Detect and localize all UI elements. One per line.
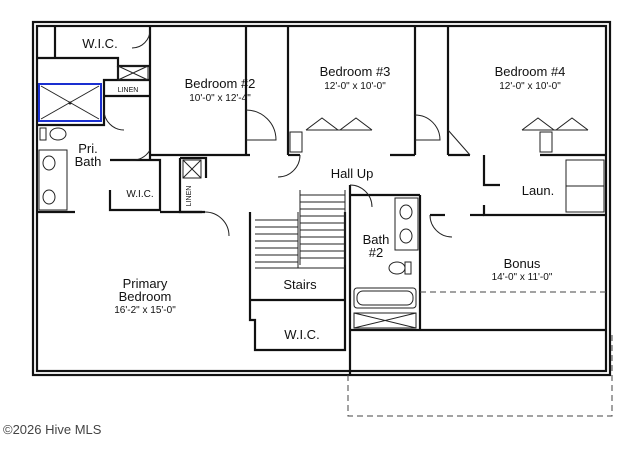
dims-bedroom4: 12'-0" x 10'-0" — [499, 81, 561, 92]
shower-drain — [68, 101, 72, 105]
linen-bath2 — [353, 312, 417, 329]
shower — [38, 83, 102, 122]
dims-bonus: 14'-0" x 11'-0" — [492, 272, 553, 283]
label-linen-top: LINEN — [118, 87, 139, 94]
label-wic-top: W.I.C. — [82, 36, 117, 51]
vanity-pri — [38, 149, 68, 211]
watermark: ©2026 Hive MLS — [3, 422, 102, 437]
label-pri-bath-2: Bath — [75, 154, 102, 169]
label-stairs: Stairs — [283, 277, 317, 292]
label-primary-1: Primary — [123, 276, 168, 291]
label-linen-mid: LINEN — [186, 186, 193, 207]
optional-area — [347, 291, 613, 417]
label-wic-mid: W.I.C. — [126, 189, 153, 200]
toilet-pri — [49, 127, 67, 141]
door-swings — [103, 29, 471, 238]
closet-doors — [117, 65, 589, 179]
interior-walls — [37, 26, 606, 375]
label-laundry: Laun. — [522, 183, 555, 198]
dims-primary: 16'-2" x 15'-0" — [114, 305, 176, 316]
label-bedroom3: Bedroom #3 — [320, 64, 391, 79]
label-pri-bath-1: Pri. — [78, 141, 98, 156]
toilet-bath2 — [388, 261, 406, 275]
vanity-bath2 — [394, 197, 419, 251]
room-labels: W.I.C. Bedroom #2 10'-0" x 12'-4" Bedroo… — [75, 36, 566, 342]
windows — [32, 21, 611, 376]
dims-bedroom3: 12'-0" x 10'-0" — [324, 81, 386, 92]
label-bedroom4: Bedroom #4 — [495, 64, 566, 79]
fixtures — [38, 83, 605, 329]
label-bath2-2: #2 — [369, 245, 383, 260]
dims-bedroom2: 10'-0" x 12'-4" — [189, 93, 251, 104]
label-hall-up: Hall Up — [331, 166, 374, 181]
label-wic-bottom: W.I.C. — [284, 327, 319, 342]
label-bath2-1: Bath — [363, 232, 390, 247]
label-bedroom2: Bedroom #2 — [185, 76, 256, 91]
label-primary-2: Bedroom — [119, 289, 172, 304]
label-bonus: Bonus — [504, 256, 541, 271]
stair-treads — [255, 190, 346, 269]
tub — [353, 287, 417, 309]
